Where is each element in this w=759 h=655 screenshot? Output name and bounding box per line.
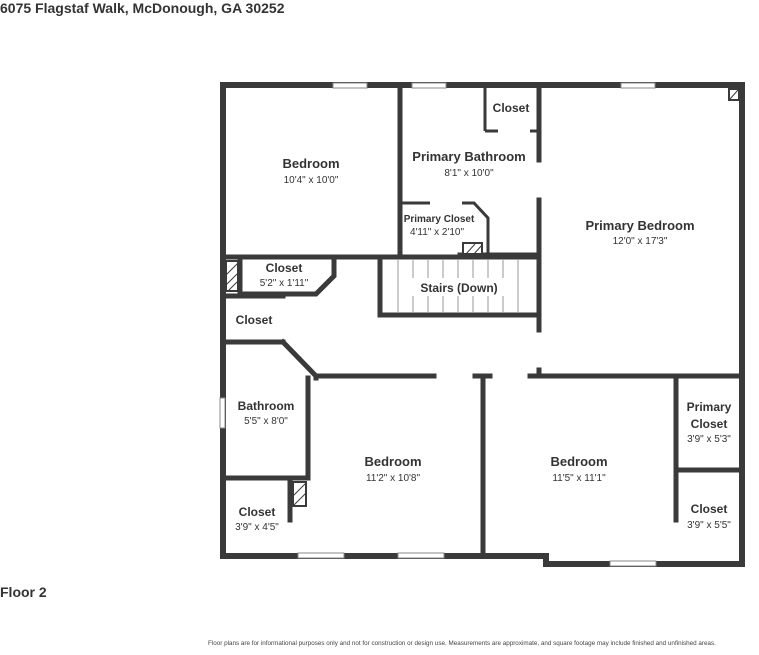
svg-text:12'0" x 17'3": 12'0" x 17'3"	[613, 236, 668, 247]
svg-text:Closet: Closet	[691, 417, 728, 431]
room-closet-sw: Closet 3'9" x 4'5"	[235, 505, 279, 533]
svg-text:3'9" x 5'3": 3'9" x 5'3"	[687, 434, 731, 445]
svg-text:4'11" x 2'10": 4'11" x 2'10"	[410, 227, 465, 238]
svg-text:10'4" x 10'0": 10'4" x 10'0"	[284, 175, 339, 186]
svg-text:11'5" x 11'1": 11'5" x 11'1"	[552, 473, 606, 484]
svg-text:3'9" x 5'5": 3'9" x 5'5"	[687, 520, 731, 531]
floor-label: Floor 2	[0, 584, 47, 600]
svg-text:Closet: Closet	[236, 313, 273, 327]
svg-text:Primary Closet: Primary Closet	[404, 214, 475, 225]
windows	[219, 82, 657, 567]
svg-text:Primary Bedroom: Primary Bedroom	[585, 218, 694, 233]
svg-text:Bedroom: Bedroom	[282, 156, 339, 171]
svg-text:Closet: Closet	[266, 261, 303, 275]
room-primary-closet-small: Primary Closet 4'11" x 2'10"	[404, 214, 475, 238]
room-stairs: Stairs (Down)	[408, 278, 512, 296]
disclaimer-text: Floor plans are for informational purpos…	[208, 640, 716, 647]
svg-text:Bedroom: Bedroom	[364, 454, 421, 469]
room-primary-bedroom: Primary Bedroom 12'0" x 17'3"	[585, 218, 694, 247]
room-primary-bathroom: Primary Bathroom 8'1" x 10'0"	[412, 149, 525, 179]
svg-text:Closet: Closet	[691, 502, 728, 516]
interior-walls	[220, 82, 745, 559]
svg-text:5'2" x 1'11": 5'2" x 1'11"	[260, 278, 309, 289]
svg-text:Bedroom: Bedroom	[550, 454, 607, 469]
property-address: 6075 Flagstaf Walk, McDonough, GA 30252	[0, 0, 285, 16]
room-bedroom-center: Bedroom 11'2" x 10'8"	[364, 454, 421, 484]
svg-text:8'1" x 10'0": 8'1" x 10'0"	[444, 168, 494, 179]
svg-text:11'2" x 10'8": 11'2" x 10'8"	[366, 473, 421, 484]
room-closet-top: Closet	[493, 101, 530, 115]
room-primary-closet: Primary Closet 3'9" x 5'3"	[687, 400, 732, 445]
svg-text:Primary Bathroom: Primary Bathroom	[412, 149, 525, 164]
svg-text:Closet: Closet	[239, 505, 276, 519]
svg-text:Bathroom: Bathroom	[238, 399, 295, 413]
room-closet-se: Closet 3'9" x 5'5"	[687, 502, 731, 531]
svg-text:5'5" x 8'0": 5'5" x 8'0"	[244, 416, 288, 427]
room-bedroom-se: Bedroom 11'5" x 11'1"	[550, 454, 607, 484]
room-bedroom-nw: Bedroom 10'4" x 10'0"	[282, 156, 339, 186]
hatched-chases	[225, 88, 740, 507]
svg-text:Closet: Closet	[493, 101, 530, 115]
svg-text:Stairs (Down): Stairs (Down)	[420, 281, 497, 295]
exterior-walls	[220, 82, 745, 567]
svg-text:3'9" x 4'5": 3'9" x 4'5"	[235, 522, 279, 533]
room-closet-hall: Closet 5'2" x 1'11"	[260, 261, 309, 289]
svg-text:Primary: Primary	[687, 400, 732, 414]
room-bathroom: Bathroom 5'5" x 8'0"	[238, 399, 295, 427]
room-closet-left: Closet	[236, 313, 273, 327]
